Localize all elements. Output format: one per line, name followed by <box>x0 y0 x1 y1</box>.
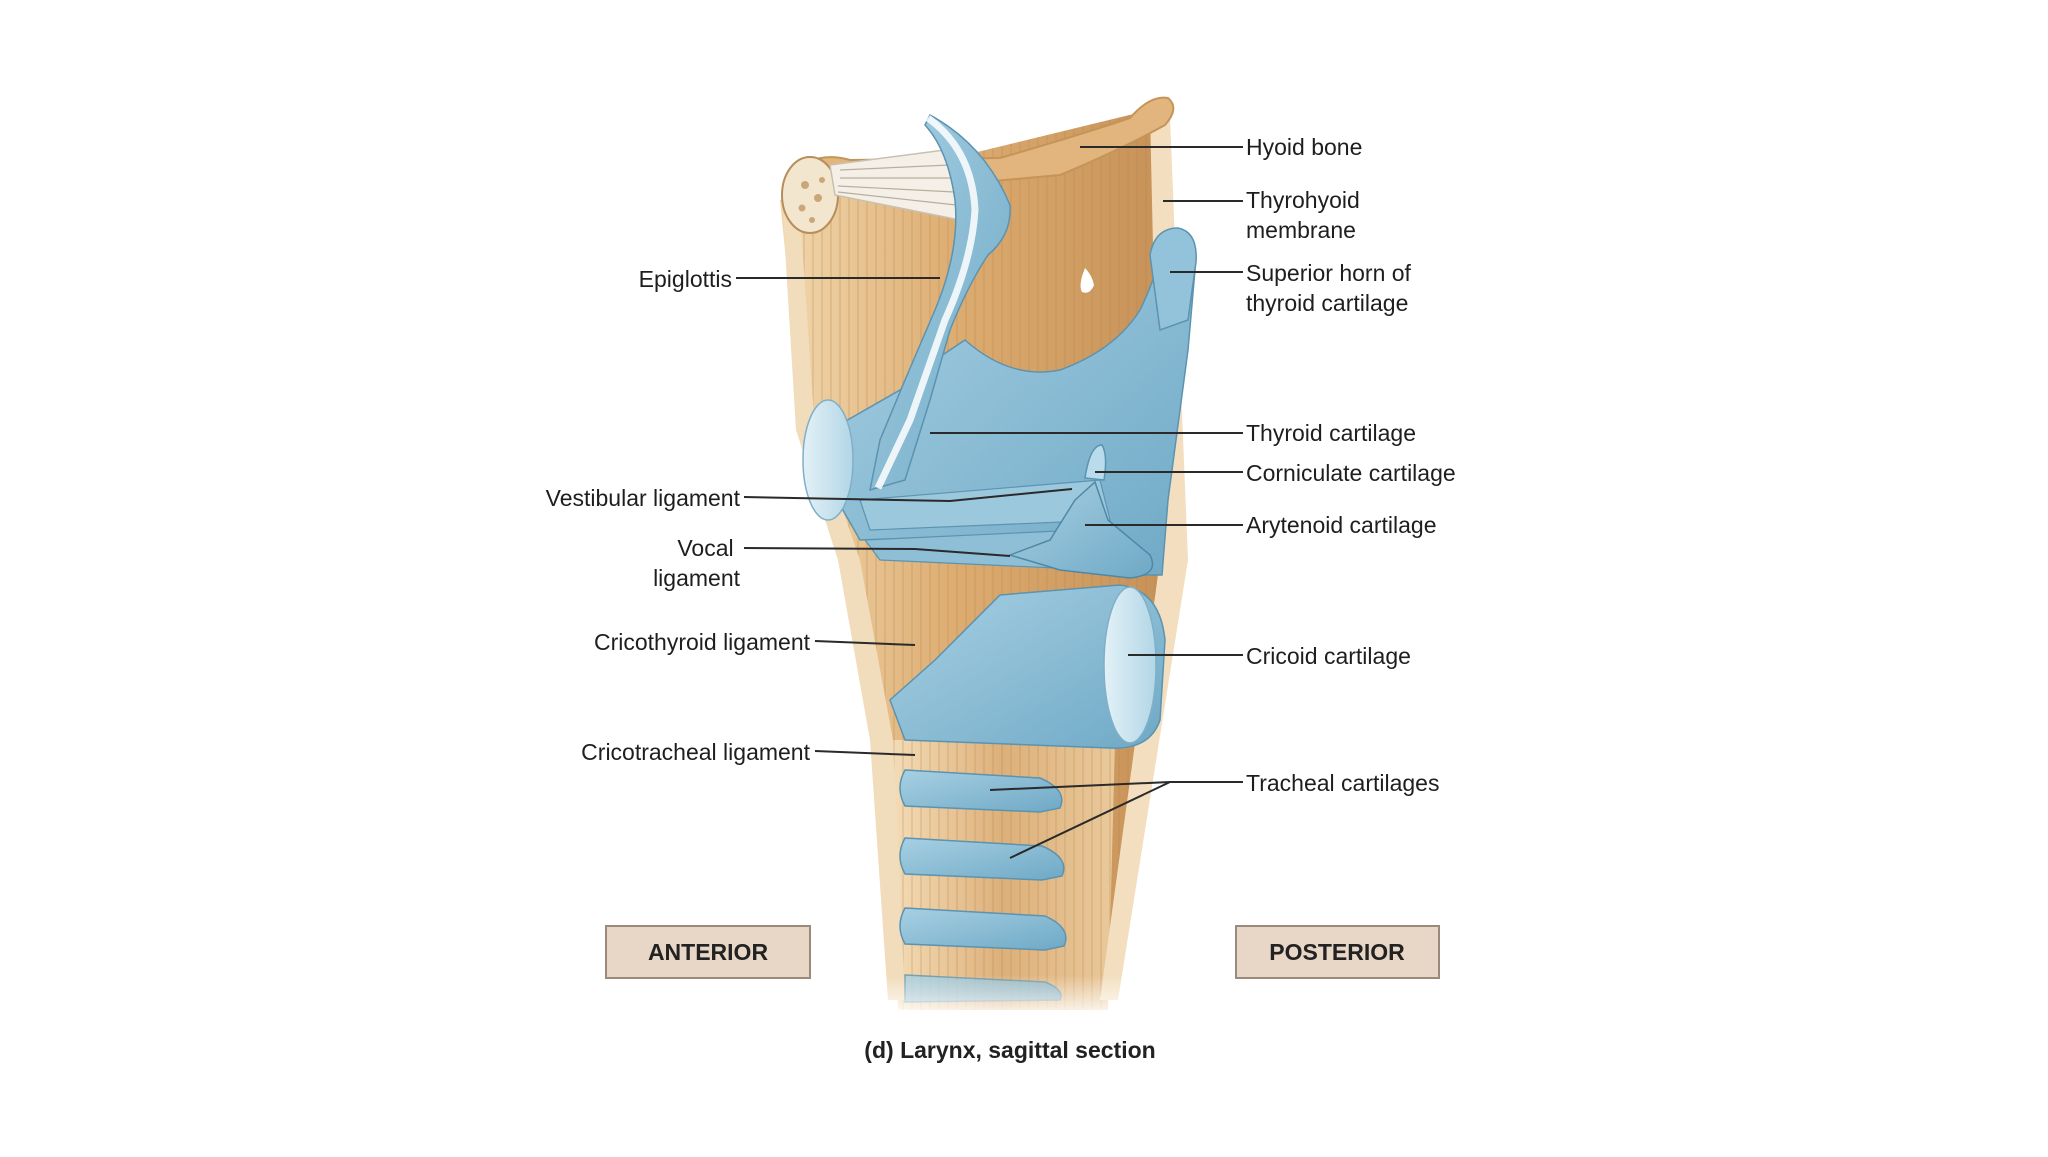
bone-pore <box>814 194 822 202</box>
thyrohyoid-foramen <box>1080 268 1094 293</box>
label-vocal-ligament: Vocal ligament <box>653 535 741 591</box>
label-cricothyroid-ligament: Cricothyroid ligament <box>594 629 811 655</box>
leader-vocal <box>743 547 1011 557</box>
posterior-text: POSTERIOR <box>1269 939 1405 965</box>
vestibular-fold <box>859 479 1111 531</box>
label-hyoid-bone: Hyoid bone <box>1246 134 1362 160</box>
bone-pore <box>809 217 815 223</box>
label-cricotracheal-ligament: Cricotracheal ligament <box>581 739 810 765</box>
leader-vestibular <box>743 488 1073 503</box>
label-thyrohyoid-membrane: Thyrohyoid membrane <box>1246 187 1366 243</box>
labels-left: Epiglottis Vestibular ligament Vocal lig… <box>546 266 811 765</box>
posterior-box <box>1235 925 1440 979</box>
bone-pore <box>801 181 809 189</box>
leader-cricothyroid <box>814 640 916 646</box>
bottom-fade <box>850 975 1170 1020</box>
label-superior-horn: Superior horn of thyroid cartilage <box>1246 260 1417 316</box>
orientation-anterior: ANTERIOR <box>605 925 811 979</box>
caption-title: Larynx, sagittal section <box>900 1037 1156 1063</box>
thyroid-cut-surface <box>802 399 854 521</box>
anterior-text: ANTERIOR <box>648 939 769 965</box>
labels-right: Hyoid bone Thyrohyoid membrane Superior … <box>1246 134 1456 796</box>
fiber-lines <box>837 164 957 206</box>
epiglottis-edge <box>874 115 979 490</box>
tracheal-ring <box>899 907 1067 951</box>
superior-horn-shape <box>1149 227 1197 332</box>
bone-pore <box>798 204 806 212</box>
tracheal-ring <box>899 837 1065 881</box>
label-epiglottis: Epiglottis <box>639 266 732 292</box>
leader-tracheal-2 <box>1009 781 1171 859</box>
tracheal-ring <box>899 769 1063 813</box>
figure-caption: (d) Larynx, sagittal section <box>864 1037 1155 1063</box>
label-cricoid-cartilage: Cricoid cartilage <box>1246 643 1411 669</box>
anterior-box <box>605 925 811 979</box>
anterior-wall <box>783 212 905 1000</box>
label-arytenoid-cartilage: Arytenoid cartilage <box>1246 512 1437 538</box>
label-vestibular-ligament: Vestibular ligament <box>546 485 741 511</box>
leader-cricotracheal <box>814 750 916 756</box>
label-thyroid-cartilage: Thyroid cartilage <box>1246 420 1416 446</box>
orientation-posterior: POSTERIOR <box>1235 925 1440 979</box>
caption-prefix: (d) <box>864 1037 900 1063</box>
label-corniculate-cartilage: Corniculate cartilage <box>1246 460 1456 486</box>
arytenoid-cartilage-shape <box>1007 480 1154 579</box>
label-tracheal-cartilages: Tracheal cartilages <box>1246 770 1439 796</box>
bone-pore <box>819 177 825 183</box>
larynx-illustration <box>780 96 1197 1020</box>
cricoid-cut-surface <box>1103 586 1157 744</box>
leader-lines <box>736 146 1243 859</box>
